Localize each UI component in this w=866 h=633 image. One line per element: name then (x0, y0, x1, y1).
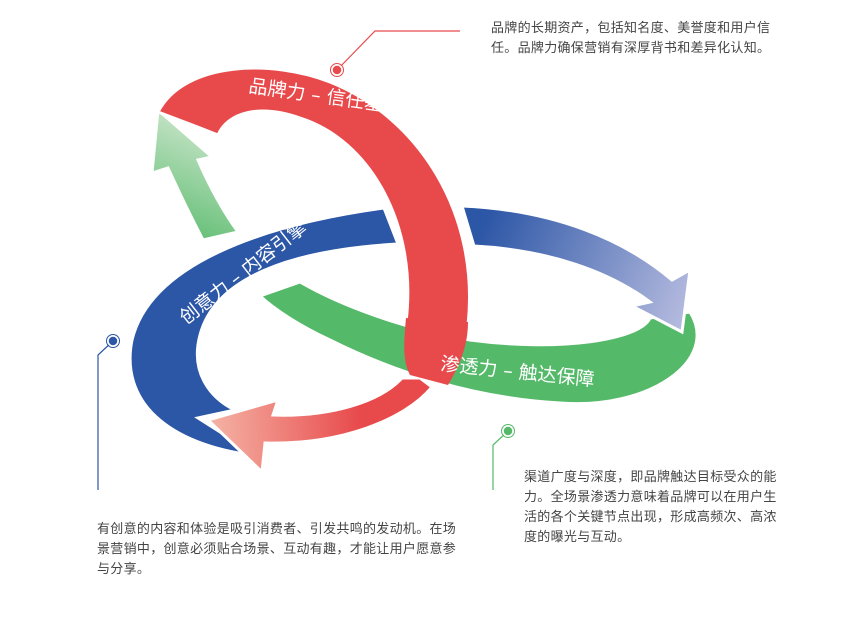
brand-connector-dot (331, 64, 343, 76)
brand-connector-line (336, 30, 460, 71)
red-band-upper (155, 66, 471, 327)
green-band (257, 280, 699, 406)
red-band-crossing (404, 318, 468, 385)
blue-band (128, 206, 401, 458)
penetration-description: 渠道广度与深度，即品牌触达目标受众的能力。全场景渗透力意味着品牌可以在用户生活的… (524, 470, 777, 545)
blue-arrow-right (459, 204, 692, 335)
green-arrow-up (150, 106, 241, 242)
penetration-connector-line (492, 430, 509, 490)
creativity-connector-dot (107, 335, 119, 347)
red-band-lower (205, 376, 435, 476)
brand-connector-ring (330, 63, 344, 77)
brand-description: 品牌的长期资产，包括知名度、美誉度和用户信任。品牌力确保营销有深厚背书和差异化认… (491, 21, 771, 56)
creativity-connector-line (97, 340, 114, 490)
creativity-connector-ring (106, 334, 120, 348)
penetration-connector-ring (501, 424, 515, 438)
penetration-connector-dot (502, 425, 514, 437)
creativity-description: 有创意的内容和体验是吸引消费者、引发共鸣的发动机。在场景营销中，创意必须贴合场景… (97, 522, 457, 577)
